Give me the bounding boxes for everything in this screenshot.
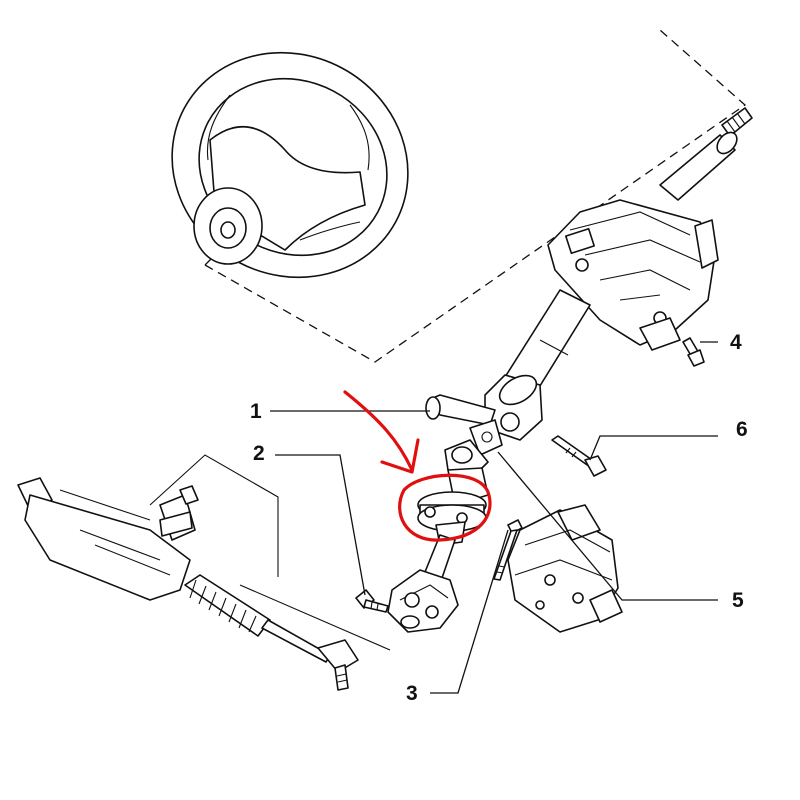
part-3-long-bolt <box>493 519 523 581</box>
leader-3 <box>430 529 509 694</box>
steering-rack <box>17 477 359 691</box>
leader-lines <box>270 341 718 694</box>
callout-6: 6 <box>736 418 748 441</box>
callout-4: 4 <box>730 331 742 354</box>
part-4-bolt <box>682 337 705 367</box>
annotation-arrowhead <box>380 438 420 474</box>
part-2-pinch-bolt <box>355 589 389 613</box>
callout-2: 2 <box>253 442 265 465</box>
callout-3: 3 <box>406 682 418 705</box>
leader-2 <box>275 454 366 596</box>
annotation-arrow <box>343 390 414 472</box>
part-6-bolt <box>551 435 607 477</box>
leader-5 <box>497 451 718 601</box>
callout-5: 5 <box>732 589 744 612</box>
annotation-circle <box>398 473 492 542</box>
callouts: 1 2 3 4 5 6 <box>250 331 748 705</box>
red-annotation <box>343 390 492 542</box>
steering-column <box>484 107 753 441</box>
leader-6 <box>589 435 718 461</box>
steering-wheel <box>171 51 409 279</box>
part-1-lever <box>425 394 503 456</box>
intermediate-shaft <box>387 439 489 633</box>
callout-1: 1 <box>250 400 262 423</box>
part-5-eps-module <box>507 504 623 633</box>
rack-group-bracket <box>149 454 391 651</box>
